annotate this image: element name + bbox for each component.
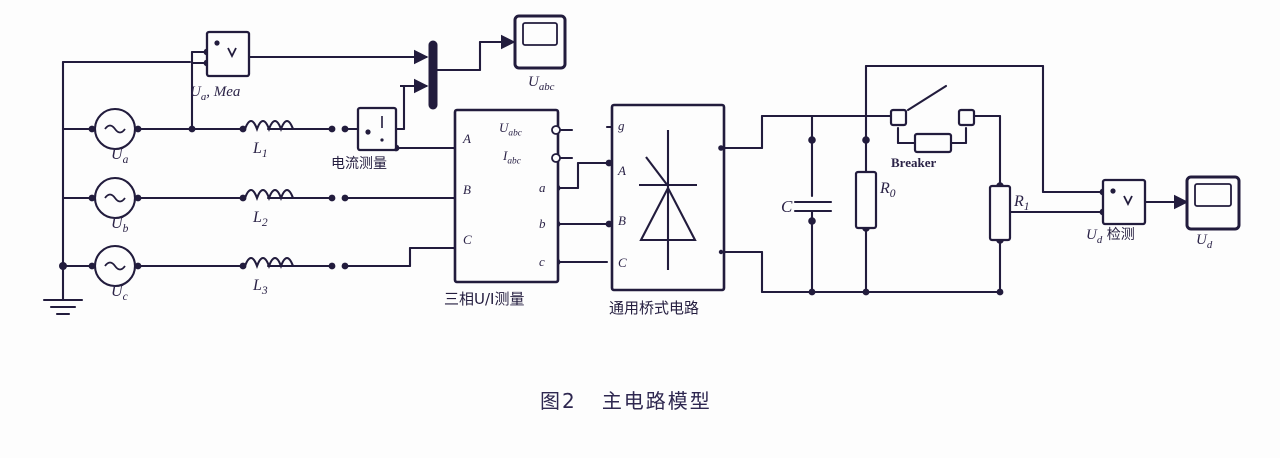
pin-vi-input-b: B — [463, 182, 471, 197]
current-measure-block[interactable] — [356, 106, 398, 152]
source-a-label: Ua — [111, 146, 129, 167]
capacitor-label: C — [781, 197, 793, 216]
pin-bridge-b: B — [618, 213, 626, 228]
pin-bridge-a: A — [618, 163, 626, 178]
resistor-r1 — [988, 184, 1012, 242]
breaker-contact-left — [889, 108, 908, 127]
universal-bridge-block[interactable] — [610, 103, 726, 292]
source-b-label: Ub — [111, 215, 129, 236]
current-measure-label: 电流测量 — [331, 156, 387, 172]
resistor-r0 — [854, 170, 878, 230]
voltage-measure-label: Ua, Mea — [190, 84, 241, 103]
scope-ud-label: Ud — [1196, 232, 1213, 251]
scope-ud-block[interactable] — [1185, 175, 1241, 231]
three-phase-vi-block[interactable] — [453, 108, 561, 284]
inductor-l1-label: L1 — [253, 140, 268, 161]
inductor-l2-label: L2 — [253, 209, 268, 230]
signal-arrows — [400, 34, 1189, 210]
ud-measure-block[interactable] — [1101, 178, 1147, 226]
breaker-contact-right — [957, 108, 976, 127]
pin-bridge-c: C — [618, 255, 627, 270]
pin-vi-input-a: A — [463, 131, 471, 146]
resistor-r1-label: R1 — [1014, 193, 1030, 214]
pin-vi-output-iabc: Iabc — [503, 148, 521, 167]
breaker-resistor — [913, 132, 953, 154]
voltage-measure-block[interactable] — [205, 30, 251, 78]
three-phase-vi-label: 三相U/I测量 — [444, 290, 525, 308]
resistor-r0-label: R0 — [880, 180, 896, 201]
universal-bridge-label: 通用桥式电路 — [609, 299, 700, 317]
pin-vi-output-uabc: Uabc — [499, 120, 522, 139]
pin-vi-output-a: a — [539, 180, 546, 195]
figure-caption: 图2 主电路模型 — [540, 389, 712, 413]
pin-vi-output-c: c — [539, 254, 545, 269]
passive-components — [854, 108, 1012, 242]
scope-uabc-block[interactable] — [513, 14, 567, 70]
inductors — [244, 119, 294, 269]
pin-vi-output-b: b — [539, 216, 546, 231]
scope-uabc-label: Uabc — [528, 74, 555, 93]
pin-bridge-g: g — [618, 118, 625, 133]
source-c-label: Uc — [111, 283, 128, 304]
pin-vi-input-c: C — [463, 232, 472, 247]
wires-layer — [42, 40, 1187, 316]
ud-measure-label: Ud 检测 — [1086, 227, 1135, 246]
inductor-l3-label: L3 — [253, 277, 268, 298]
breaker-label: Breaker — [891, 155, 937, 170]
ac-sources — [93, 107, 137, 288]
